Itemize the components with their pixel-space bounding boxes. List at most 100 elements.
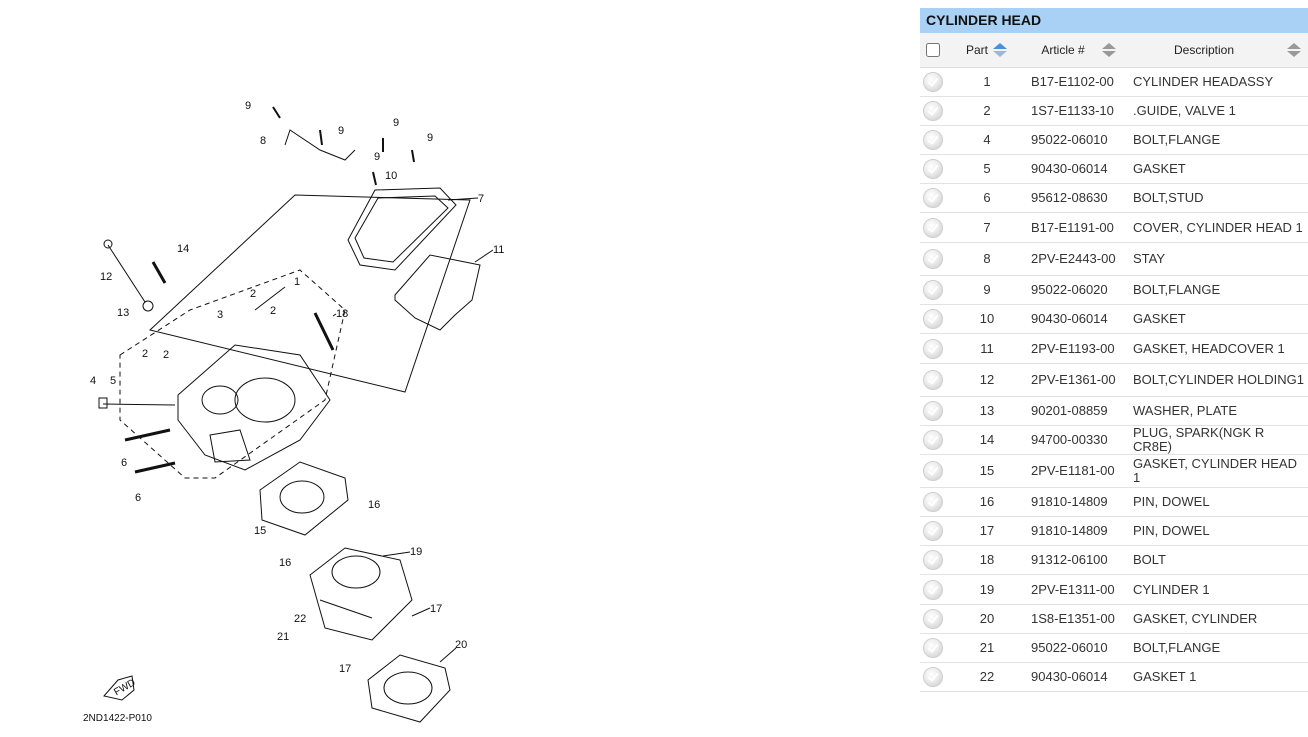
- part-number-cell: 17: [946, 516, 1028, 546]
- callout-label: 4: [90, 375, 96, 387]
- row-status-cell: [920, 242, 946, 276]
- callout-label: 8: [260, 135, 266, 147]
- check-circle-icon[interactable]: [923, 338, 943, 359]
- description-cell: WASHER, PLATE: [1130, 396, 1308, 426]
- part-number-cell: 20: [946, 604, 1028, 634]
- part-number-cell: 1: [946, 67, 1028, 97]
- select-all-checkbox[interactable]: [926, 43, 940, 58]
- article-number-cell: 2PV-E2443-00: [1028, 242, 1130, 276]
- check-circle-icon[interactable]: [923, 101, 943, 121]
- article-number-cell: 91810-14809: [1028, 487, 1130, 517]
- check-circle-icon[interactable]: [923, 309, 943, 329]
- row-status-cell: [920, 516, 946, 546]
- check-circle-icon[interactable]: [923, 130, 943, 150]
- check-circle-icon[interactable]: [923, 579, 943, 600]
- check-circle-icon[interactable]: [923, 249, 943, 269]
- article-number-cell: 2PV-E1361-00: [1028, 363, 1130, 397]
- part-number-cell: 22: [946, 662, 1028, 692]
- part-number-cell: 10: [946, 304, 1028, 334]
- row-status-cell: [920, 633, 946, 663]
- part-number-cell: 13: [946, 396, 1028, 426]
- callout-label: 12: [100, 271, 112, 283]
- callout-label: 2: [142, 348, 148, 360]
- check-circle-icon[interactable]: [923, 609, 943, 629]
- callout-label: 9: [374, 151, 380, 163]
- column-header-part[interactable]: Part: [946, 33, 1028, 68]
- description-cell: CYLINDER 1: [1130, 574, 1308, 605]
- sort-icon[interactable]: [1286, 42, 1302, 58]
- part-number-cell: 2: [946, 96, 1028, 126]
- description-cell: PIN, DOWEL: [1130, 487, 1308, 517]
- check-circle-icon[interactable]: [923, 430, 943, 450]
- check-circle-icon[interactable]: [923, 188, 943, 208]
- article-number-cell: 90430-06014: [1028, 154, 1130, 184]
- article-number-cell: B17-E1102-00: [1028, 67, 1130, 97]
- callout-label: 22: [294, 613, 306, 625]
- check-circle-icon[interactable]: [923, 550, 943, 570]
- row-status-cell: [920, 304, 946, 334]
- description-cell: GASKET, CYLINDER HEAD 1: [1130, 454, 1308, 488]
- check-circle-icon[interactable]: [923, 217, 943, 238]
- select-all-cell: [920, 33, 946, 68]
- check-circle-icon[interactable]: [923, 461, 943, 481]
- article-number-cell: 2PV-E1181-00: [1028, 454, 1130, 488]
- callout-label: 17: [430, 603, 442, 615]
- check-circle-icon[interactable]: [923, 280, 943, 300]
- check-circle-icon[interactable]: [923, 401, 943, 421]
- callout-label: 16: [279, 557, 291, 569]
- article-number-cell: 90430-06014: [1028, 304, 1130, 334]
- callout-label: 5: [110, 375, 116, 387]
- description-cell: BOLT,FLANGE: [1130, 275, 1308, 305]
- part-number-cell: 8: [946, 242, 1028, 276]
- description-cell: .GUIDE, VALVE 1: [1130, 96, 1308, 126]
- parts-list-panel: CYLINDER HEAD Part: [920, 8, 1308, 692]
- check-circle-icon[interactable]: [923, 370, 943, 390]
- callout-label: 16: [368, 499, 380, 511]
- callout-label: 15: [254, 525, 266, 537]
- check-circle-icon[interactable]: [923, 159, 943, 179]
- callout-label: 9: [393, 117, 399, 129]
- check-circle-icon[interactable]: [923, 521, 943, 541]
- check-circle-icon[interactable]: [923, 72, 943, 92]
- row-status-cell: [920, 574, 946, 605]
- callout-label: 17: [339, 663, 351, 675]
- column-header-description[interactable]: Description: [1130, 33, 1308, 68]
- check-circle-icon[interactable]: [923, 492, 943, 512]
- sort-icon[interactable]: [1101, 42, 1117, 58]
- column-label-article: Article #: [1041, 43, 1085, 57]
- column-label-description: Description: [1174, 43, 1235, 57]
- callout-label: 6: [135, 492, 141, 504]
- callout-label: 14: [177, 243, 189, 255]
- description-cell: COVER, CYLINDER HEAD 1: [1130, 212, 1308, 243]
- check-circle-icon[interactable]: [923, 667, 943, 687]
- table-header-row: Part Article #: [920, 33, 1308, 68]
- sort-icon[interactable]: [992, 42, 1008, 58]
- part-number-cell: 15: [946, 454, 1028, 488]
- parts-table: Part Article #: [920, 33, 1308, 692]
- row-status-cell: [920, 275, 946, 305]
- column-header-article[interactable]: Article #: [1028, 33, 1130, 68]
- part-number-cell: 7: [946, 212, 1028, 243]
- check-circle-icon[interactable]: [923, 638, 943, 658]
